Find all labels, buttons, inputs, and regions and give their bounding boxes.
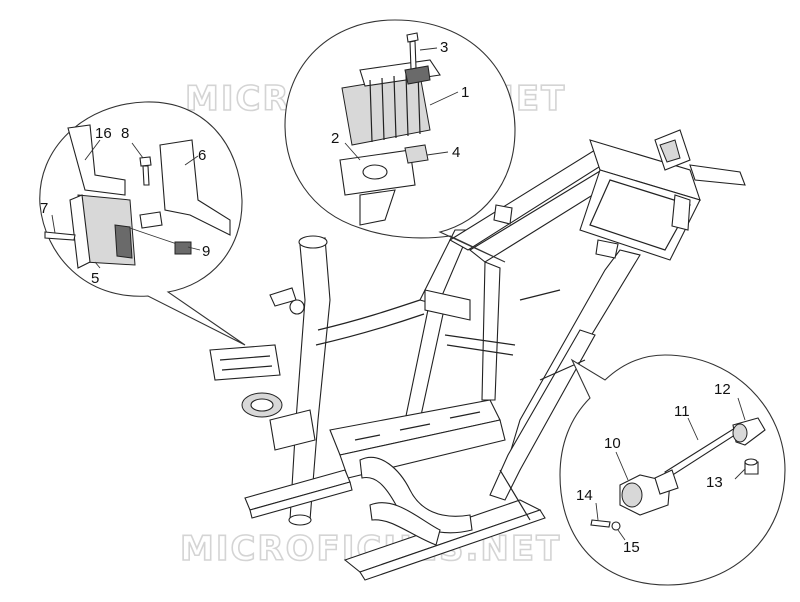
label-1: 1 <box>461 84 469 101</box>
label-14: 14 <box>576 487 593 504</box>
label-3: 3 <box>440 39 448 56</box>
label-13: 13 <box>706 474 723 491</box>
detail-bubble-sensor <box>559 354 786 586</box>
label-6: 6 <box>198 147 206 164</box>
label-12: 12 <box>714 381 731 398</box>
label-2: 2 <box>331 130 339 147</box>
label-5: 5 <box>91 270 99 287</box>
label-9: 9 <box>202 243 210 260</box>
scooter-frame <box>209 129 746 581</box>
label-10: 10 <box>604 435 621 452</box>
label-16: 16 <box>95 125 112 142</box>
label-4: 4 <box>452 144 460 161</box>
label-8: 8 <box>121 125 129 142</box>
detail-bubble-regulator <box>284 19 516 263</box>
label-11: 11 <box>674 403 690 420</box>
label-15: 15 <box>623 539 640 556</box>
detail-bubble-cdi <box>39 101 246 346</box>
label-7: 7 <box>40 200 48 217</box>
